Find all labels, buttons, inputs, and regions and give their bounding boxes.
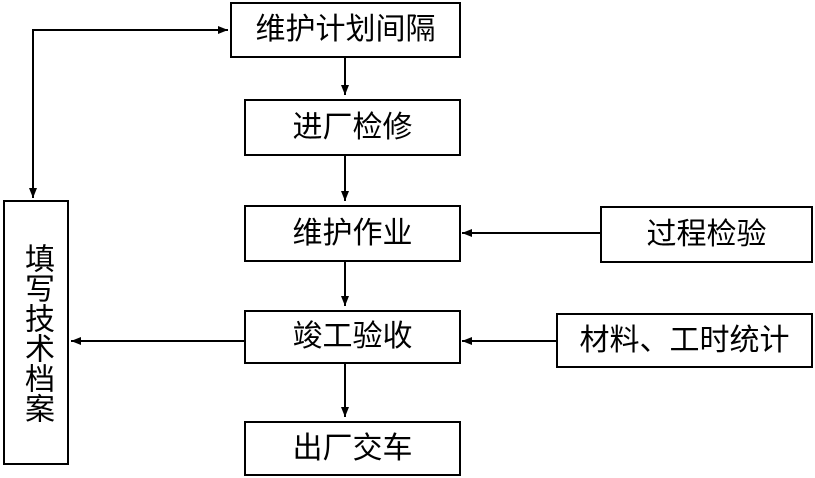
node-fill-technical-archive-label: 填写技术档案 — [18, 242, 54, 423]
node-maintenance-work-label: 维护作业 — [292, 215, 413, 251]
node-maintenance-work: 维护作业 — [244, 205, 461, 262]
node-enter-factory-repair: 进厂检修 — [244, 99, 461, 156]
node-material-labor-stats-label: 材料、工时统计 — [579, 322, 790, 358]
node-vehicle-delivery-label: 出厂交车 — [292, 430, 413, 466]
node-process-inspection: 过程检验 — [600, 206, 813, 263]
arrow-archive-to-plan — [32, 26, 228, 198]
node-vehicle-delivery: 出厂交车 — [244, 421, 461, 476]
node-completion-acceptance: 竣工验收 — [244, 310, 461, 364]
node-fill-technical-archive: 填写技术档案 — [3, 200, 69, 465]
node-completion-acceptance-label: 竣工验收 — [292, 319, 413, 354]
node-enter-factory-repair-label: 进厂检修 — [292, 109, 413, 145]
node-material-labor-stats: 材料、工时统计 — [556, 313, 813, 368]
node-maintenance-plan-interval: 维护计划间隔 — [230, 2, 461, 58]
node-maintenance-plan-interval-label: 维护计划间隔 — [255, 12, 436, 47]
node-process-inspection-label: 过程检验 — [646, 216, 767, 252]
